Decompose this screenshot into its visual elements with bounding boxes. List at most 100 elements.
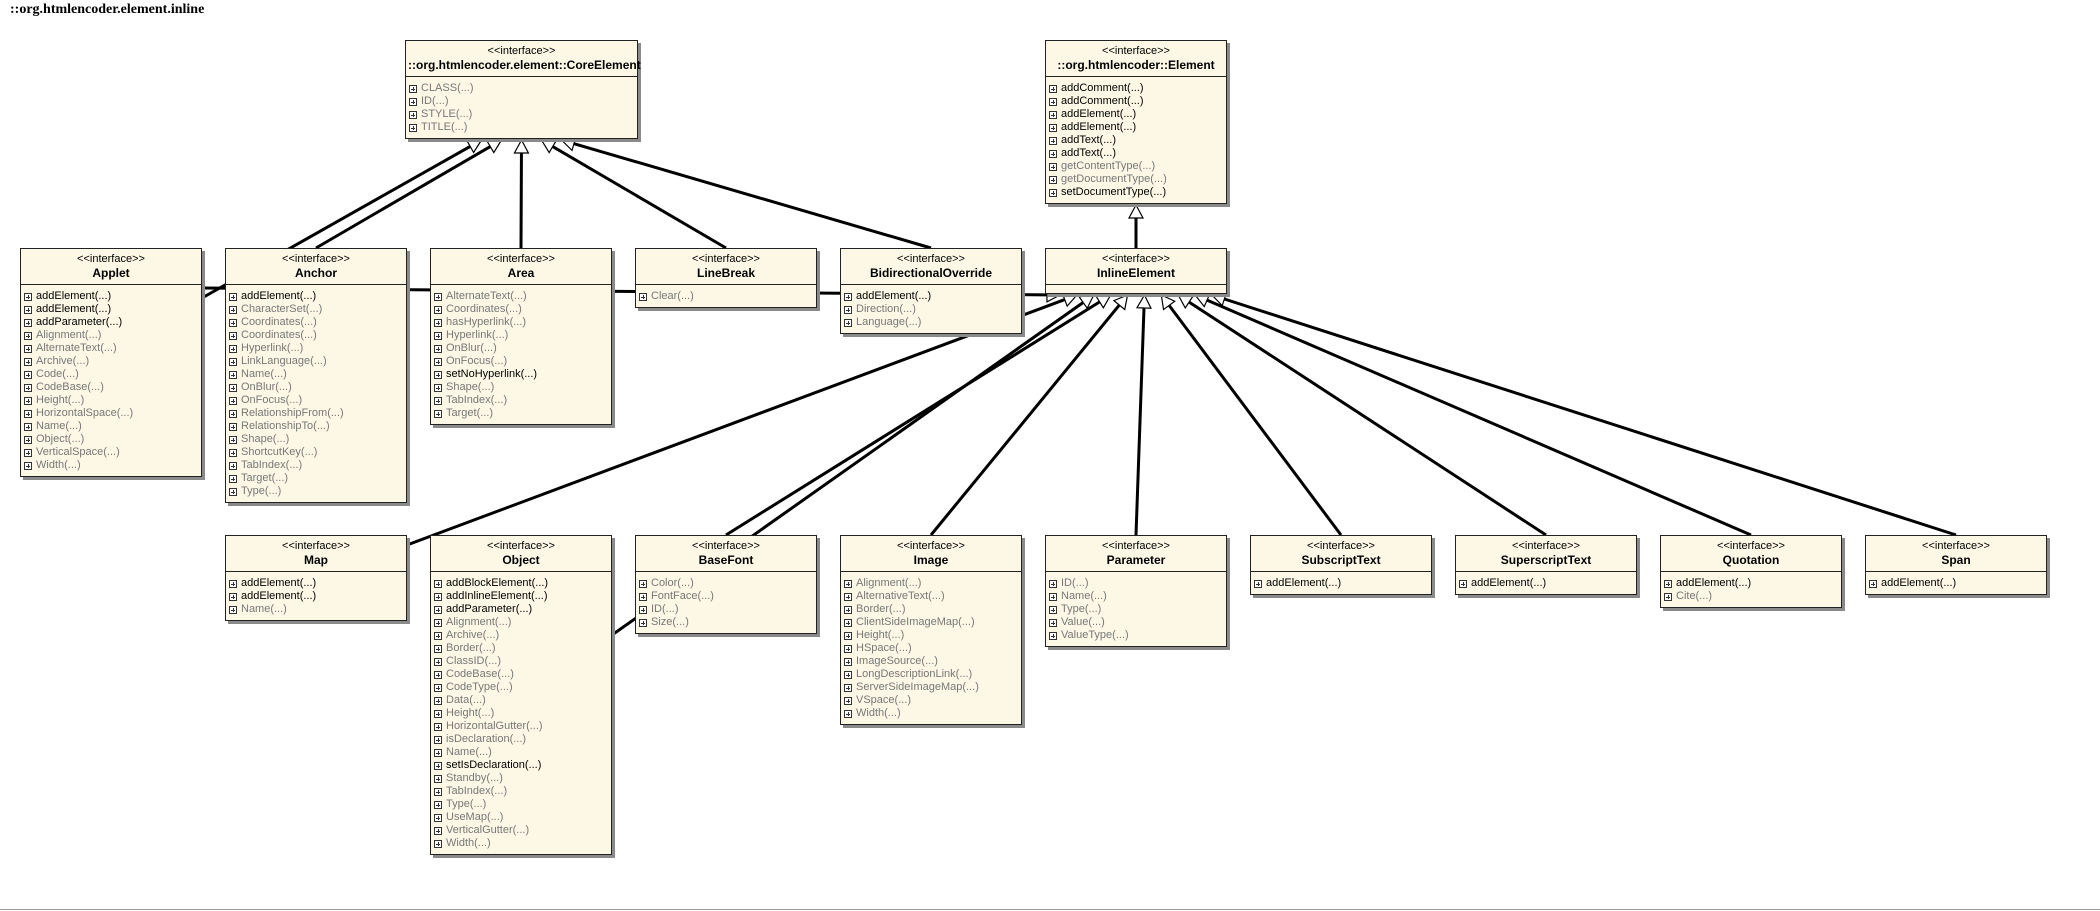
operation-item[interactable]: TabIndex(...): [434, 785, 608, 798]
expand-plus-icon[interactable]: [229, 357, 237, 366]
expand-plus-icon[interactable]: [1869, 579, 1877, 588]
expand-plus-icon[interactable]: [24, 409, 32, 418]
expand-plus-icon[interactable]: [24, 357, 32, 366]
operation-item[interactable]: addElement(...): [1869, 577, 2043, 590]
operation-item[interactable]: Shape(...): [434, 381, 608, 394]
operation-item[interactable]: Height(...): [434, 707, 608, 720]
expand-plus-icon[interactable]: [24, 305, 32, 314]
operation-item[interactable]: Coordinates(...): [434, 303, 608, 316]
operation-item[interactable]: getContentType(...): [1049, 160, 1223, 173]
class-inline[interactable]: <<interface>>InlineElement: [1045, 248, 1227, 294]
operation-item[interactable]: Name(...): [434, 746, 608, 759]
operation-item[interactable]: ShortcutKey(...): [229, 446, 403, 459]
expand-plus-icon[interactable]: [434, 344, 442, 353]
operation-item[interactable]: Coordinates(...): [229, 329, 403, 342]
expand-plus-icon[interactable]: [434, 592, 442, 601]
operation-item[interactable]: Alignment(...): [844, 577, 1018, 590]
operation-item[interactable]: ID(...): [1049, 577, 1223, 590]
expand-plus-icon[interactable]: [229, 344, 237, 353]
operation-item[interactable]: Name(...): [24, 420, 198, 433]
operation-item[interactable]: Archive(...): [24, 355, 198, 368]
operation-item[interactable]: Type(...): [434, 798, 608, 811]
expand-plus-icon[interactable]: [844, 292, 852, 301]
expand-plus-icon[interactable]: [24, 331, 32, 340]
expand-plus-icon[interactable]: [1049, 149, 1057, 158]
operation-item[interactable]: Alignment(...): [24, 329, 198, 342]
operation-item[interactable]: Hyperlink(...): [434, 329, 608, 342]
operation-item[interactable]: isDeclaration(...): [434, 733, 608, 746]
expand-plus-icon[interactable]: [844, 709, 852, 718]
operation-item[interactable]: addParameter(...): [24, 316, 198, 329]
expand-plus-icon[interactable]: [1664, 592, 1672, 601]
operation-item[interactable]: addElement(...): [229, 577, 403, 590]
expand-plus-icon[interactable]: [1049, 136, 1057, 145]
operation-item[interactable]: Type(...): [1049, 603, 1223, 616]
expand-plus-icon[interactable]: [229, 422, 237, 431]
operation-item[interactable]: CodeType(...): [434, 681, 608, 694]
operation-item[interactable]: Code(...): [24, 368, 198, 381]
operation-item[interactable]: Color(...): [639, 577, 813, 590]
operation-item[interactable]: Target(...): [434, 407, 608, 420]
expand-plus-icon[interactable]: [844, 670, 852, 679]
operation-item[interactable]: Type(...): [229, 485, 403, 498]
operation-item[interactable]: addComment(...): [1049, 82, 1223, 95]
expand-plus-icon[interactable]: [844, 683, 852, 692]
operation-item[interactable]: addElement(...): [844, 290, 1018, 303]
expand-plus-icon[interactable]: [1049, 579, 1057, 588]
expand-plus-icon[interactable]: [844, 618, 852, 627]
operation-item[interactable]: addElement(...): [1459, 577, 1633, 590]
operation-item[interactable]: setIsDeclaration(...): [434, 759, 608, 772]
operation-item[interactable]: setNoHyperlink(...): [434, 368, 608, 381]
operation-item[interactable]: Height(...): [844, 629, 1018, 642]
expand-plus-icon[interactable]: [434, 579, 442, 588]
operation-item[interactable]: addElement(...): [1664, 577, 1838, 590]
expand-plus-icon[interactable]: [24, 370, 32, 379]
operation-item[interactable]: TabIndex(...): [434, 394, 608, 407]
expand-plus-icon[interactable]: [229, 474, 237, 483]
operation-item[interactable]: VerticalGutter(...): [434, 824, 608, 837]
expand-plus-icon[interactable]: [1049, 605, 1057, 614]
expand-plus-icon[interactable]: [434, 826, 442, 835]
operation-item[interactable]: UseMap(...): [434, 811, 608, 824]
operation-item[interactable]: AlternativeText(...): [844, 590, 1018, 603]
expand-plus-icon[interactable]: [434, 683, 442, 692]
expand-plus-icon[interactable]: [229, 318, 237, 327]
expand-plus-icon[interactable]: [409, 110, 417, 119]
expand-plus-icon[interactable]: [639, 618, 647, 627]
expand-plus-icon[interactable]: [229, 448, 237, 457]
operation-item[interactable]: CodeBase(...): [434, 668, 608, 681]
expand-plus-icon[interactable]: [844, 644, 852, 653]
operation-item[interactable]: Standby(...): [434, 772, 608, 785]
operation-item[interactable]: addComment(...): [1049, 95, 1223, 108]
expand-plus-icon[interactable]: [1049, 110, 1057, 119]
expand-plus-icon[interactable]: [434, 396, 442, 405]
expand-plus-icon[interactable]: [229, 370, 237, 379]
operation-item[interactable]: addBlockElement(...): [434, 577, 608, 590]
operation-item[interactable]: RelationshipFrom(...): [229, 407, 403, 420]
expand-plus-icon[interactable]: [434, 657, 442, 666]
expand-plus-icon[interactable]: [434, 292, 442, 301]
operation-item[interactable]: addInlineElement(...): [434, 590, 608, 603]
operation-item[interactable]: HorizontalSpace(...): [24, 407, 198, 420]
operation-item[interactable]: AlternateText(...): [24, 342, 198, 355]
operation-item[interactable]: ID(...): [409, 95, 634, 108]
operation-item[interactable]: Hyperlink(...): [229, 342, 403, 355]
expand-plus-icon[interactable]: [409, 97, 417, 106]
operation-item[interactable]: ImageSource(...): [844, 655, 1018, 668]
operation-item[interactable]: HorizontalGutter(...): [434, 720, 608, 733]
operation-item[interactable]: Width(...): [24, 459, 198, 472]
operation-item[interactable]: Border(...): [434, 642, 608, 655]
class-coreelement[interactable]: <<interface>>::org.htmlencoder.element::…: [405, 40, 641, 139]
expand-plus-icon[interactable]: [844, 305, 852, 314]
operation-item[interactable]: OnBlur(...): [229, 381, 403, 394]
operation-item[interactable]: Name(...): [229, 368, 403, 381]
operation-item[interactable]: Height(...): [24, 394, 198, 407]
expand-plus-icon[interactable]: [1049, 162, 1057, 171]
expand-plus-icon[interactable]: [1049, 175, 1057, 184]
expand-plus-icon[interactable]: [844, 318, 852, 327]
